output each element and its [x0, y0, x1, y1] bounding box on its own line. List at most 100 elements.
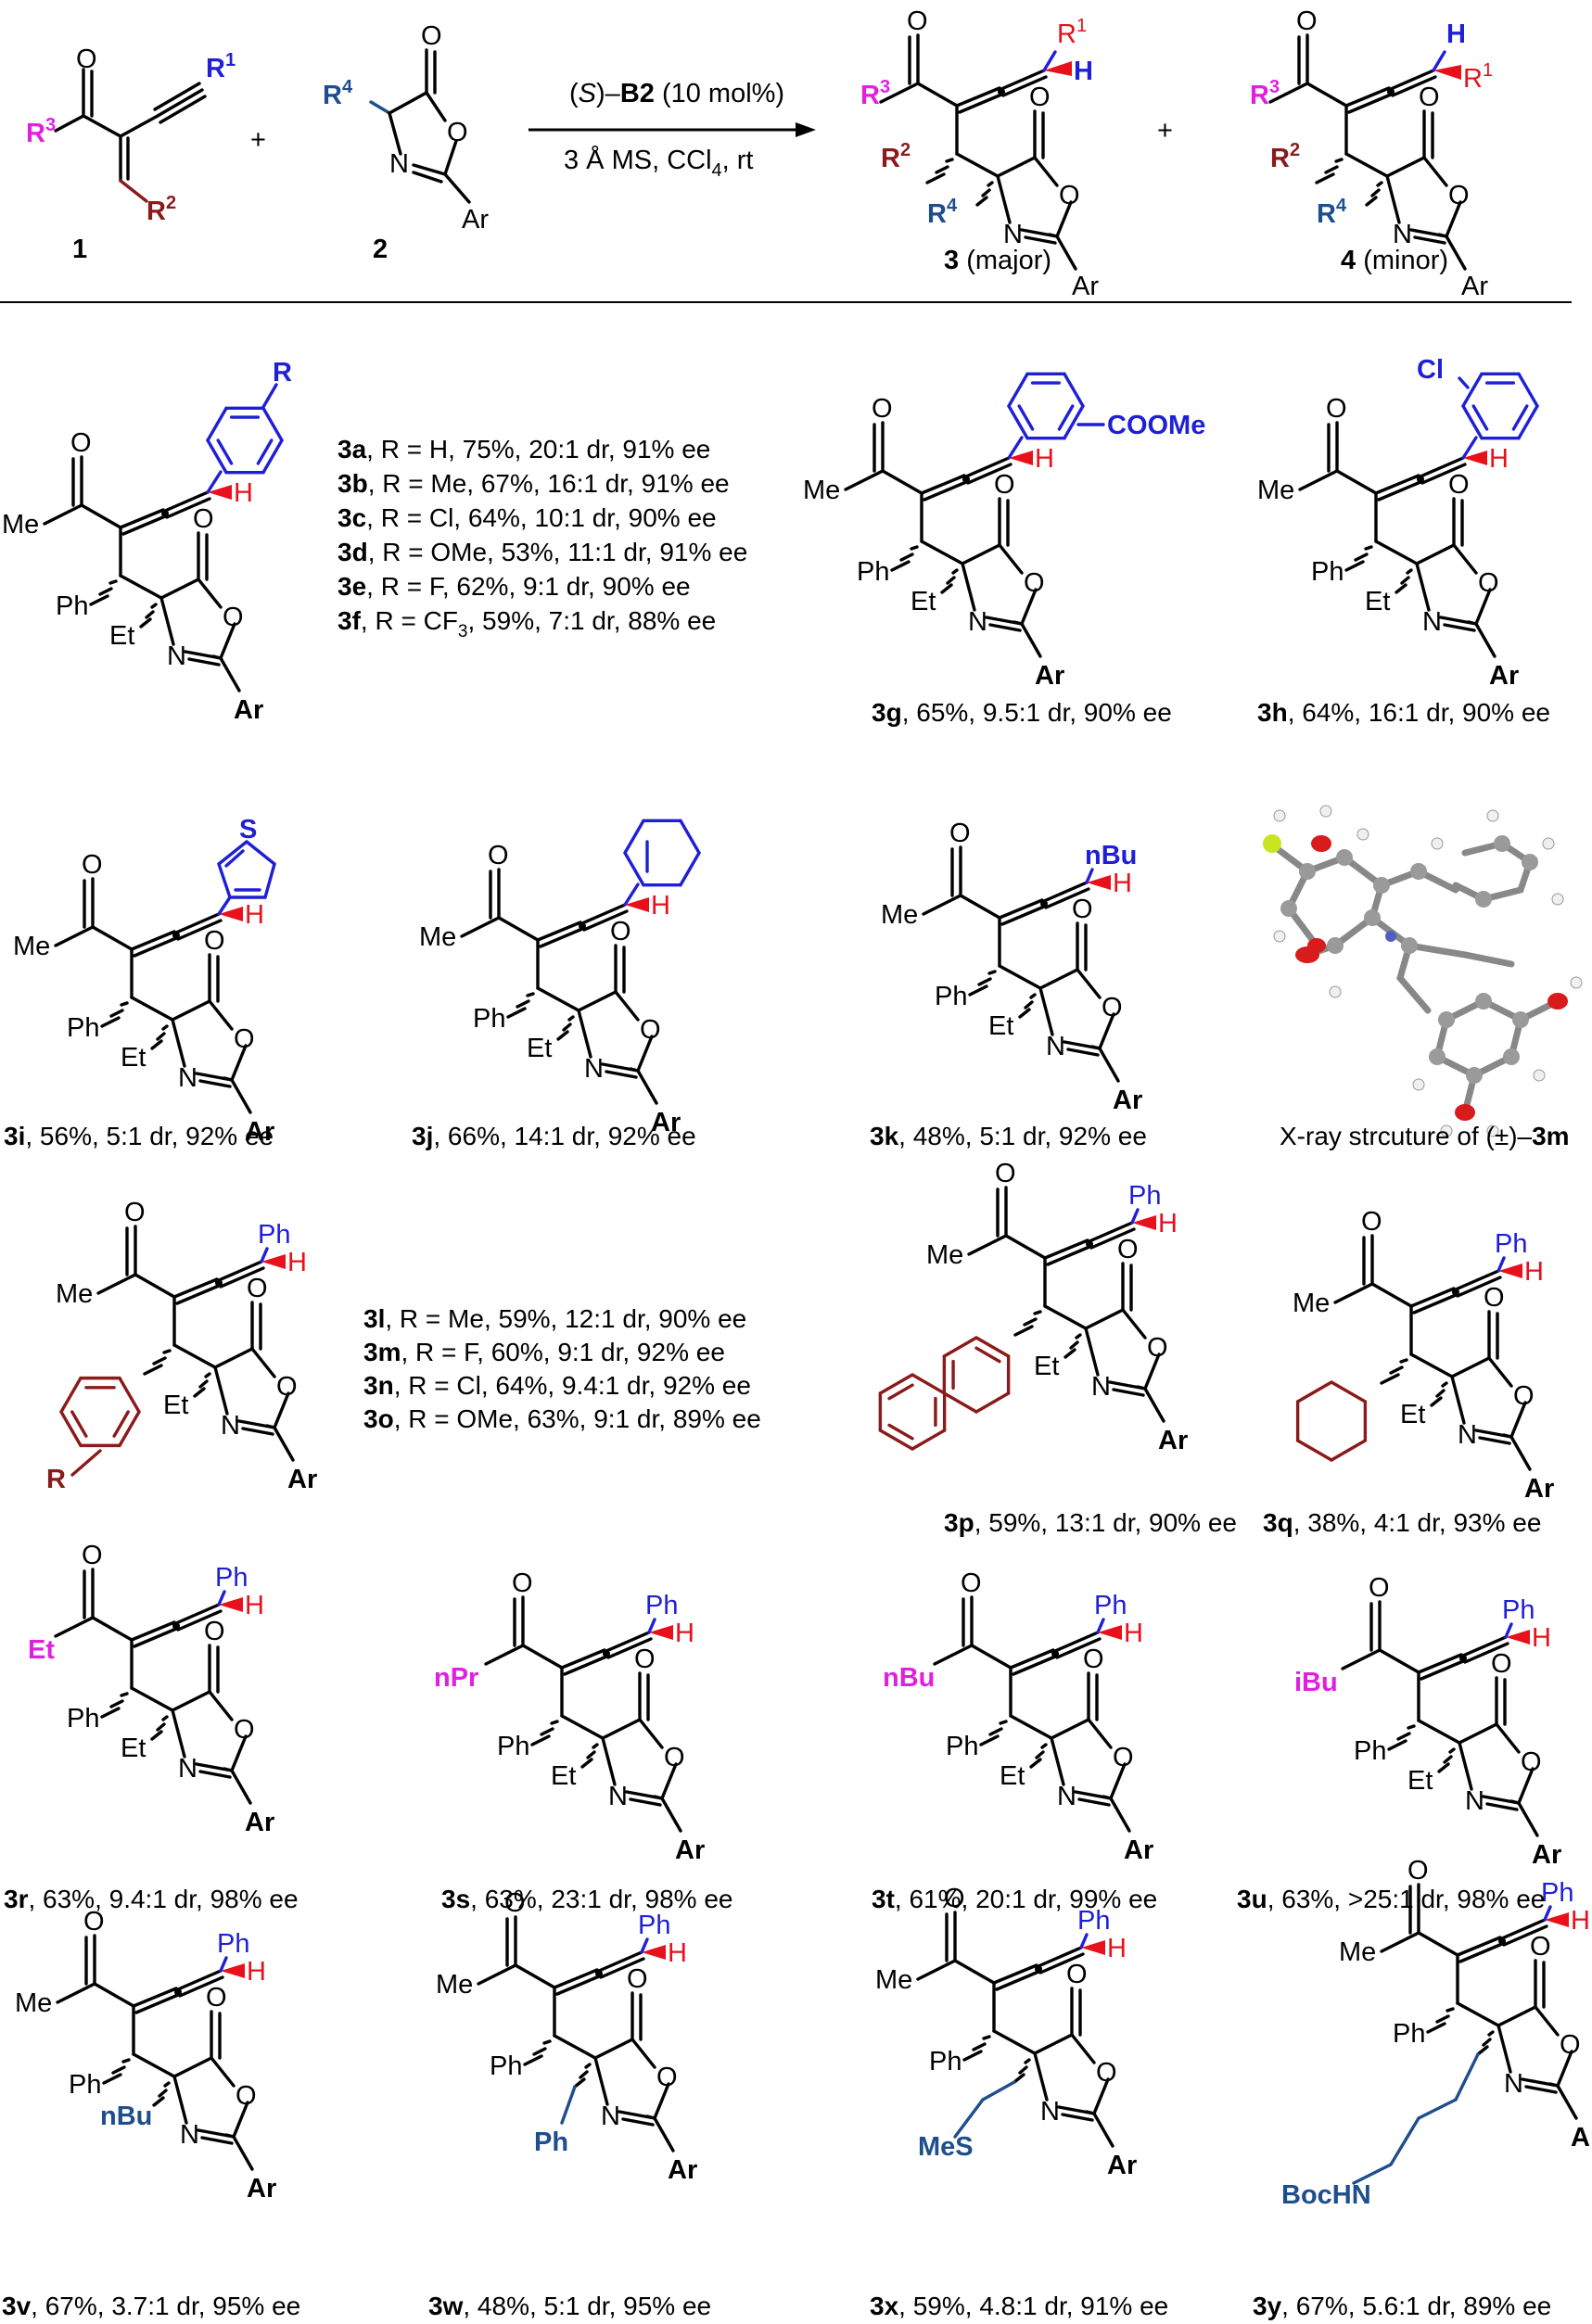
lactone-carbonyl-o-label: O — [627, 1964, 648, 1994]
product-3-n-label: N — [1003, 220, 1023, 249]
series-a-f-line-4: 3e, R = F, 62%, 9:1 dr, 90% ee — [338, 572, 691, 601]
ethyl-label: Et — [1365, 587, 1390, 616]
product-4-r2-label: R2 — [1270, 140, 1300, 173]
ring-oxygen-label: O — [236, 2081, 257, 2111]
aryl-label: Ar — [245, 1808, 274, 1837]
nbutyl-label: nBu — [100, 2102, 152, 2131]
ring-nitrogen-label: N — [221, 1411, 240, 1441]
lactone-carbonyl-o-label: O — [610, 917, 631, 946]
ethyl-label: Et — [1400, 1400, 1425, 1429]
aryl-label: Ar — [462, 205, 489, 235]
phenyl-label: Ph — [497, 1732, 529, 1761]
allene-h-label: H — [1571, 1906, 1590, 1936]
ethyl-label: Et — [1034, 1352, 1059, 1381]
ring-oxygen-label: O — [1521, 1747, 1542, 1777]
allene-h-label: H — [1532, 1623, 1551, 1653]
ring-nitrogen-label: N — [1422, 607, 1442, 637]
methyl-label: Me — [1257, 476, 1294, 505]
ring-oxygen-label: O — [640, 1015, 661, 1045]
ring-nitrogen-label: N — [178, 1754, 197, 1784]
product-3-structure: R3 O R1 H R2 R4 O O N Ar — [860, 6, 1099, 301]
aryl-label: Ar — [1035, 661, 1064, 691]
ring-nitrogen-label: N — [1504, 2069, 1523, 2099]
ester-label: COOMe — [1107, 411, 1205, 440]
methyl-label: Me — [15, 1988, 52, 2018]
reactant-2-number: 2 — [373, 235, 388, 264]
product-3-ar-label: Ar — [1072, 272, 1099, 301]
product-4-structure: R3 O H R1 R2 R4 O O N Ar — [1250, 6, 1493, 301]
carbonyl-oxygen-label: O — [488, 841, 509, 870]
allene-h-label: H — [1158, 1209, 1178, 1238]
caption-3r: 3r, 63%, 9.4:1 dr, 98% ee — [4, 1885, 299, 1913]
lactone-carbonyl-o-label: O — [1530, 1932, 1551, 1962]
caption-3j: 3j, 66%, 14:1 dr, 92% ee — [412, 1122, 696, 1150]
allene-h-label: H — [1035, 444, 1054, 474]
lactone-carbonyl-o-label: O — [1484, 1283, 1505, 1313]
product-3-lactone-o: O — [1029, 83, 1051, 112]
methyl-label: Me — [13, 932, 50, 961]
phenyl-label: Ph — [1393, 2019, 1425, 2049]
aryl-label: Ar — [1113, 1086, 1142, 1115]
phenyl-label: Ph — [69, 2070, 101, 2100]
product-3-r3-label: R3 — [860, 77, 890, 110]
phenyl-label: Ph — [490, 2051, 522, 2081]
plus-sign-1: + — [250, 125, 266, 155]
ring-oxygen-label: O — [656, 2063, 678, 2092]
allene-h-label: H — [1107, 1934, 1127, 1963]
series-a-f-line-3: 3d, R = OMe, 53%, 11:1 dr, 91% ee — [338, 538, 747, 566]
aryl-label: Ar — [1124, 1835, 1153, 1865]
carbonyl-oxygen-label: O — [1361, 1207, 1382, 1237]
phenyl-label: Ph — [857, 557, 889, 587]
allene-h-label: H — [247, 1957, 266, 1987]
product-4-r3-label: R3 — [1250, 77, 1280, 110]
caption-3t: 3t, 61%, 20:1 dr, 99% ee — [872, 1885, 1157, 1913]
phenyl-label: Ph — [935, 982, 967, 1011]
phenyl-label: Ph — [1354, 1736, 1386, 1766]
product-scope-grid: OOONArMePhEtHROOONArMePhEtHCOOMeOOONArMe… — [2, 355, 1592, 2210]
ring-oxygen-label: O — [234, 1715, 255, 1745]
aryl-label: Ar — [1532, 1840, 1561, 1870]
aryl-para-r-label: R — [273, 358, 292, 387]
allene-phenyl-label: Ph — [1495, 1229, 1527, 1259]
ring-oxygen-label: O — [276, 1372, 298, 1402]
phenyl-label: Ph — [56, 591, 88, 621]
methyl-label: Me — [1339, 1937, 1376, 1967]
aryl-label: Ar — [1489, 661, 1519, 691]
methyl-label: Me — [2, 510, 39, 540]
allene-h-label: H — [287, 1248, 307, 1277]
allene-phenyl-label: Ph — [1502, 1595, 1535, 1625]
lactone-carbonyl-o-label: O — [994, 470, 1015, 500]
carbonyl-oxygen-label: O — [1407, 1856, 1429, 1886]
methyl-label: Me — [881, 900, 918, 930]
carbonyl-oxygen-label: O — [1326, 394, 1347, 424]
product-3-h-label: H — [1074, 57, 1093, 86]
phenyl-label: Ph — [929, 2047, 962, 2076]
r4-label: R4 — [323, 77, 353, 110]
lactone-carbonyl-o-label: O — [204, 1617, 225, 1646]
product-4-r4-label: R4 — [1317, 196, 1347, 229]
lactone-carbonyl-o-label: O — [247, 1274, 268, 1303]
product-4-n-label: N — [1393, 220, 1412, 249]
caption-3h: 3h, 64%, 16:1 dr, 90% ee — [1257, 698, 1550, 727]
solvent-conditions: 3 Å MS, CCl4, rt — [564, 145, 754, 181]
aryl-label: Ar — [1158, 1426, 1188, 1455]
methyl-label: Me — [56, 1279, 93, 1309]
methyl-label: Me — [875, 1965, 912, 1995]
npropyl-ketone-label: nPr — [434, 1663, 478, 1693]
product-3-r4-label: R4 — [927, 196, 958, 229]
caption-3v: 3v, 67%, 3.7:1 dr, 95% ee — [2, 2292, 300, 2320]
r2-label: R2 — [146, 193, 176, 226]
benzyl-phenyl-label: Ph — [534, 2127, 568, 2157]
lactone-carbonyl-o-label: O — [1072, 895, 1093, 924]
oxazolone-carbonyl-o-label: O — [421, 21, 442, 51]
reaction-scheme: O R1 R3 R2 1 + R4 O O N Ar 2 — [26, 6, 1493, 301]
